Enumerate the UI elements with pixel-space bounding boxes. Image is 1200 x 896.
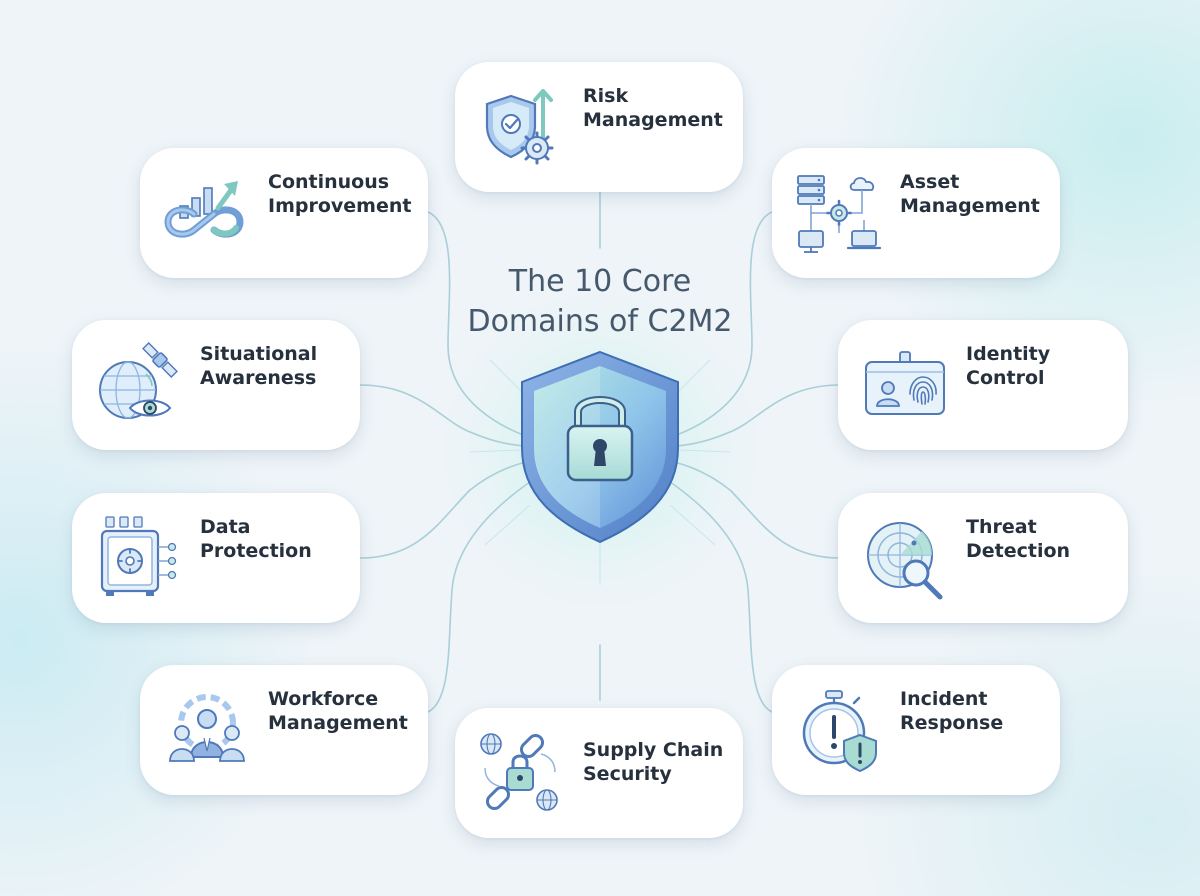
domain-card-data-protection: Data Protection: [72, 493, 360, 623]
infinity-growth-icon: [162, 168, 252, 258]
domain-label: Incident Response: [900, 688, 1004, 734]
domain-card-threat-detection: Threat Detection: [838, 493, 1128, 623]
connector-threat-detection: [654, 457, 841, 559]
domain-card-asset-management: Asset Management: [772, 148, 1060, 278]
central-shield-lock-icon: [450, 330, 750, 570]
globe-satellite-eye-icon: [94, 340, 184, 430]
domain-card-situational-awareness: Situational Awareness: [72, 320, 360, 450]
title-line-1: The 10 Core: [508, 264, 692, 299]
connector-data-protection: [359, 457, 546, 559]
connector-incident-response: [651, 469, 773, 713]
id-card-fingerprint-icon: [860, 340, 950, 430]
domain-card-continuous-improvement: Continuous Improvement: [140, 148, 428, 278]
diagram-title: The 10 Core Domains of C2M2: [430, 262, 770, 342]
stopwatch-alert-icon: [794, 685, 884, 775]
domain-card-risk-management: Risk Management: [455, 62, 743, 192]
domain-card-supply-chain-security: Supply Chain Security: [455, 708, 743, 838]
domain-card-identity-control: Identity Control: [838, 320, 1128, 450]
domain-label: Threat Detection: [966, 516, 1071, 562]
radar-magnifier-icon: [860, 513, 950, 603]
connector-asset-management: [654, 211, 773, 443]
domain-label: Identity Control: [966, 343, 1051, 389]
domain-label: Situational Awareness: [200, 343, 318, 389]
domain-card-workforce-management: Workforce Management: [140, 665, 428, 795]
domain-label: Risk Management: [583, 85, 723, 131]
vault-icon: [94, 513, 184, 603]
domain-label: Workforce Management: [268, 688, 408, 734]
connector-continuous-improvement: [427, 211, 546, 443]
domain-label: Continuous Improvement: [268, 171, 412, 217]
domain-label: Data Protection: [200, 516, 312, 562]
connector-situational-awareness: [359, 384, 546, 449]
chain-lock-globe-icon: [477, 728, 567, 818]
domain-label: Asset Management: [900, 171, 1040, 217]
domain-label: Supply Chain Security: [583, 739, 724, 785]
network-assets-icon: [794, 168, 884, 258]
connector-workforce-management: [427, 469, 549, 713]
domain-card-incident-response: Incident Response: [772, 665, 1060, 795]
shield-gear-arrow-icon: [477, 82, 567, 172]
title-line-2: Domains of C2M2: [467, 304, 733, 339]
connector-identity-control: [654, 384, 841, 449]
team-gear-icon: [162, 685, 252, 775]
